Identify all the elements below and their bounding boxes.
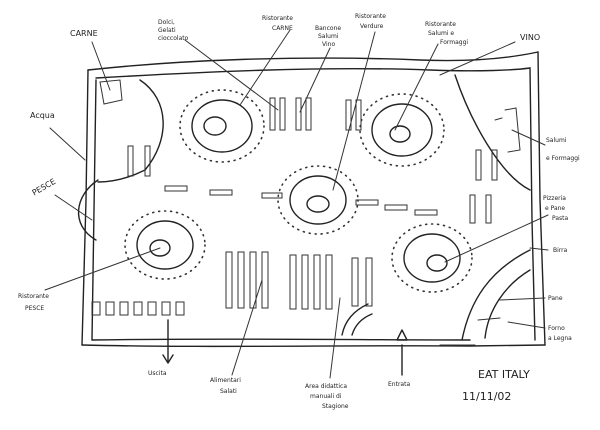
label-forno-2: a Legna bbox=[548, 335, 572, 342]
label-entrata: Entrata bbox=[388, 381, 410, 388]
corner-arcs bbox=[77, 74, 531, 341]
label-ristorante-salumi-1: Ristorante bbox=[425, 21, 456, 28]
label-ristorante-pesce-2: PESCE bbox=[25, 305, 44, 312]
label-ristorante-salumi-2: Salumi e bbox=[428, 30, 454, 37]
label-alimentari-1: Alimentari bbox=[210, 377, 241, 384]
label-birra: Birra bbox=[553, 247, 568, 254]
label-pizzeria-3: Pasta bbox=[552, 215, 569, 222]
stalls bbox=[91, 97, 501, 346]
corner-stalls bbox=[99, 79, 521, 153]
label-forno-1: Forno bbox=[548, 325, 565, 332]
label-acqua: Acqua bbox=[30, 111, 55, 120]
arrows bbox=[162, 319, 408, 376]
label-area-didattica-1: Area didattica bbox=[305, 383, 347, 390]
label-bancone-3: Vino bbox=[322, 41, 335, 48]
round-restaurants bbox=[124, 89, 473, 293]
signature-date: 11/11/02 bbox=[462, 390, 511, 403]
label-area-didattica-2: manuali di bbox=[310, 393, 342, 400]
label-area-didattica-3: Stagione bbox=[322, 403, 349, 410]
building-outline bbox=[81, 51, 546, 348]
label-carne: CARNE bbox=[70, 29, 98, 38]
label-pane: Pane bbox=[548, 295, 563, 302]
label-bancone-1: Bancone bbox=[315, 25, 341, 32]
signature-title: EAT ITALY bbox=[478, 368, 530, 381]
label-alimentari-2: Salati bbox=[220, 388, 237, 395]
label-ristorante-verdure-1: Ristorante bbox=[355, 13, 386, 20]
label-pizzeria-1: Pizzeria bbox=[543, 195, 566, 202]
label-ristorante-carne-2: CARNE bbox=[272, 25, 293, 32]
label-dolci-1: Dolci, bbox=[158, 19, 175, 26]
label-ristorante-carne-1: Ristorante bbox=[262, 15, 293, 22]
label-pizzeria-2: e Pane bbox=[545, 205, 565, 212]
labels: CARNE Dolci, Gelati cioccolato Ristorant… bbox=[18, 13, 580, 410]
label-bancone-2: Salumi bbox=[318, 33, 339, 40]
label-ristorante-salumi-3: Formaggi bbox=[440, 39, 468, 46]
label-ristorante-pesce-1: Ristorante bbox=[18, 293, 49, 300]
label-salumi-2: e Formaggi bbox=[546, 155, 580, 162]
label-uscita: Uscita bbox=[148, 370, 167, 377]
label-salumi-1: Salumi bbox=[546, 137, 567, 144]
label-ristorante-verdure-2: Verdure bbox=[360, 23, 384, 30]
leader-lines bbox=[44, 29, 549, 379]
label-vino: VINO bbox=[520, 33, 540, 42]
label-dolci-3: cioccolato bbox=[158, 35, 189, 42]
label-pesce: PESCE bbox=[31, 177, 58, 198]
label-dolci-2: Gelati bbox=[158, 27, 176, 34]
